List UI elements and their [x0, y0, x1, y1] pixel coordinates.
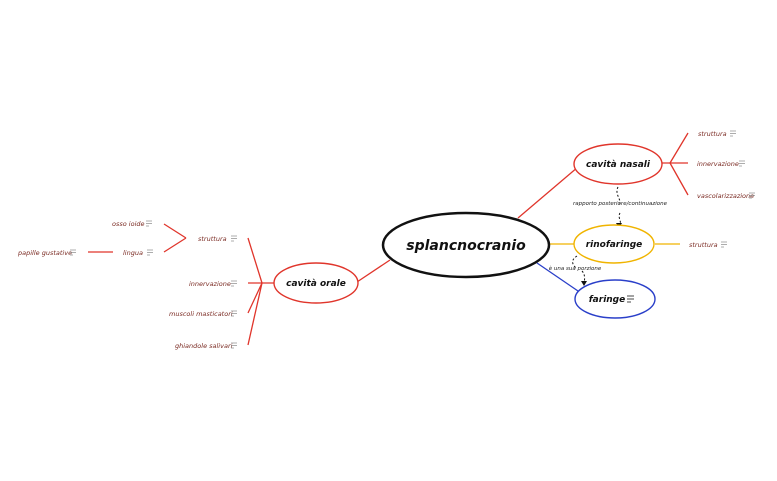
leaf-orale-papille[interactable]: papille gustative [17, 249, 72, 257]
notes-icon[interactable] [231, 342, 237, 349]
leaf-nasali-innervazione[interactable]: innervazione [697, 160, 739, 168]
leaf-nasali-vascolarizzazione[interactable]: vascolarizzazione [697, 192, 754, 200]
arrowhead-icon [581, 281, 587, 286]
node-cavita-orale[interactable] [273, 262, 359, 304]
branch-struttura-sub [163, 223, 187, 253]
node-cavita-orale-label: cavità orale [286, 279, 346, 289]
branch-central-orale [356, 259, 391, 283]
branch-central-faringe [536, 262, 579, 292]
notes-icon[interactable] [70, 249, 76, 256]
notes-icon[interactable] [231, 280, 237, 287]
notes-icon[interactable] [231, 235, 237, 242]
node-faringe-label: faringe [589, 295, 625, 305]
node-faringe[interactable] [574, 279, 656, 319]
notes-icon[interactable] [146, 220, 152, 227]
node-cavita-nasali-label: cavità nasali [586, 160, 651, 170]
branch-central-nasali [517, 166, 579, 219]
notes-icon[interactable] [721, 241, 727, 248]
notes-icon[interactable] [749, 192, 755, 199]
central-node-label: splancnocranio [406, 238, 526, 254]
leaf-nasali-struttura[interactable]: struttura [698, 130, 727, 138]
node-cavita-nasali[interactable] [573, 143, 663, 185]
central-node[interactable] [381, 211, 551, 279]
notes-icon[interactable] [147, 249, 153, 256]
branch-orale-leaves [247, 237, 274, 346]
node-rinofaringe-label: rinofaringe [586, 240, 643, 250]
relationship-arrow-rino-faringe [572, 255, 586, 284]
relationship-label-nasali-rino: rapporto posteriore/continuazione [573, 201, 668, 207]
leaf-orale-ghiandole[interactable]: ghiandole salivari [175, 342, 233, 350]
leaf-orale-muscoli[interactable]: muscoli masticatori [169, 310, 233, 318]
notes-icon[interactable] [739, 160, 745, 167]
leaf-orale-lingua[interactable]: lingua [123, 249, 143, 257]
leaf-rino-struttura[interactable]: struttura [689, 241, 718, 249]
leaf-orale-osso-ioide[interactable]: osso ioide [112, 220, 145, 228]
leaf-orale-innervazione[interactable]: innervazione [189, 280, 231, 288]
branch-nasali-leaves [662, 132, 689, 196]
leaf-orale-struttura[interactable]: struttura [198, 235, 227, 243]
notes-icon[interactable] [627, 295, 634, 303]
relationship-label-rino-faringe: è una sua porzione [549, 265, 602, 272]
node-rinofaringe[interactable] [573, 224, 655, 264]
notes-icon[interactable] [730, 130, 736, 137]
notes-icon[interactable] [231, 310, 237, 317]
